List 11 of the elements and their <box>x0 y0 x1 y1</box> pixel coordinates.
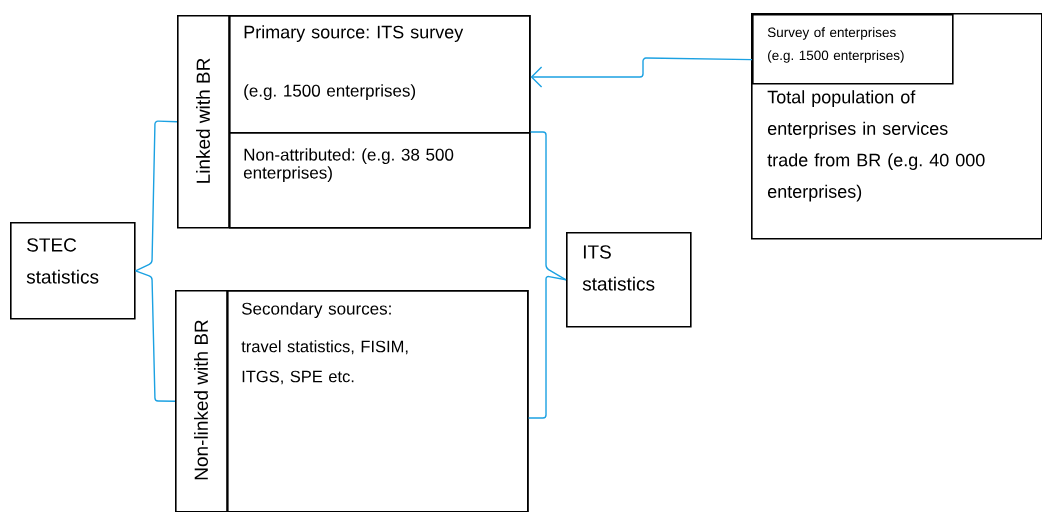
source-box: Non-attributed: (e.g. 38 500 enterprises) <box>229 132 531 229</box>
statistics-box: ITS statistics <box>566 232 692 328</box>
bracket-connector <box>527 275 567 419</box>
bracket-connector <box>134 270 176 402</box>
bracket-connector <box>529 131 567 281</box>
source-box: Primary source: ITS survey (e.g. 1500 enterprises) <box>229 15 531 134</box>
bracket-connector <box>134 120 178 272</box>
arrow <box>530 57 753 88</box>
statistics-box: STEC statistics <box>10 222 136 320</box>
survey-box: Survey of enterprises (e.g. 1500 enterprises) <box>752 14 954 85</box>
source-box: Secondary sources: travel statistics, FISIM, ITGS, SPE etc. <box>227 290 529 512</box>
